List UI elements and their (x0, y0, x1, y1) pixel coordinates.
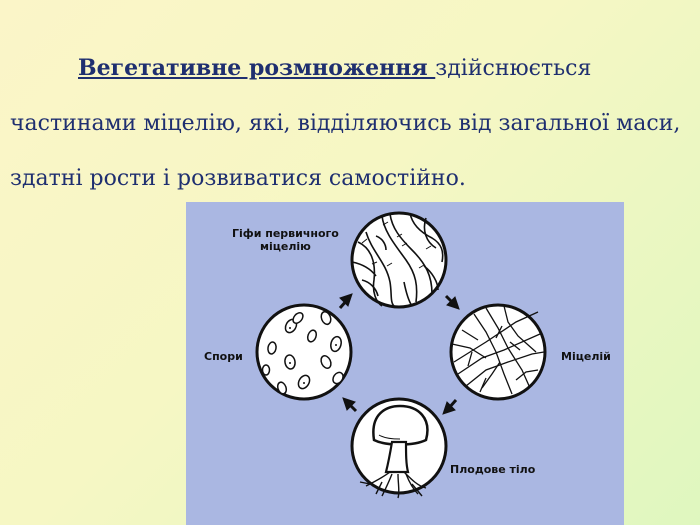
arrow-fruiting-body-to-spores (342, 397, 358, 413)
spores-circle (255, 303, 353, 401)
fungus-life-cycle-figure: Гіфи первичного міцелію Міцелій Плодове … (186, 202, 624, 525)
fruiting-body-circle (350, 397, 448, 499)
description-paragraph: Вегетативне розмноження здійснюється час… (10, 41, 700, 206)
arrow-hyphae-to-mycelium (444, 294, 460, 310)
arrow-mycelium-to-fruiting-body (442, 399, 458, 415)
cycle-arrows (338, 293, 460, 415)
description-text: здійснюється частинами міцелію, які, від… (10, 56, 681, 191)
label-mycelium: Міцелій (561, 350, 611, 363)
label-primary-hyphae-line1: Гіфи первичного (232, 227, 339, 240)
label-primary-hyphae: Гіфи первичного міцелію (232, 227, 339, 253)
label-spores: Спори (204, 350, 243, 363)
label-primary-hyphae-line2: міцелію (259, 240, 311, 253)
primary-hyphae-circle (350, 211, 448, 309)
heading-vegetative-reproduction: Вегетативне розмноження (78, 55, 436, 81)
mycelium-circle (449, 303, 547, 401)
arrow-spores-to-hyphae (338, 293, 353, 309)
label-fruiting-body: Плодове тіло (450, 463, 536, 476)
